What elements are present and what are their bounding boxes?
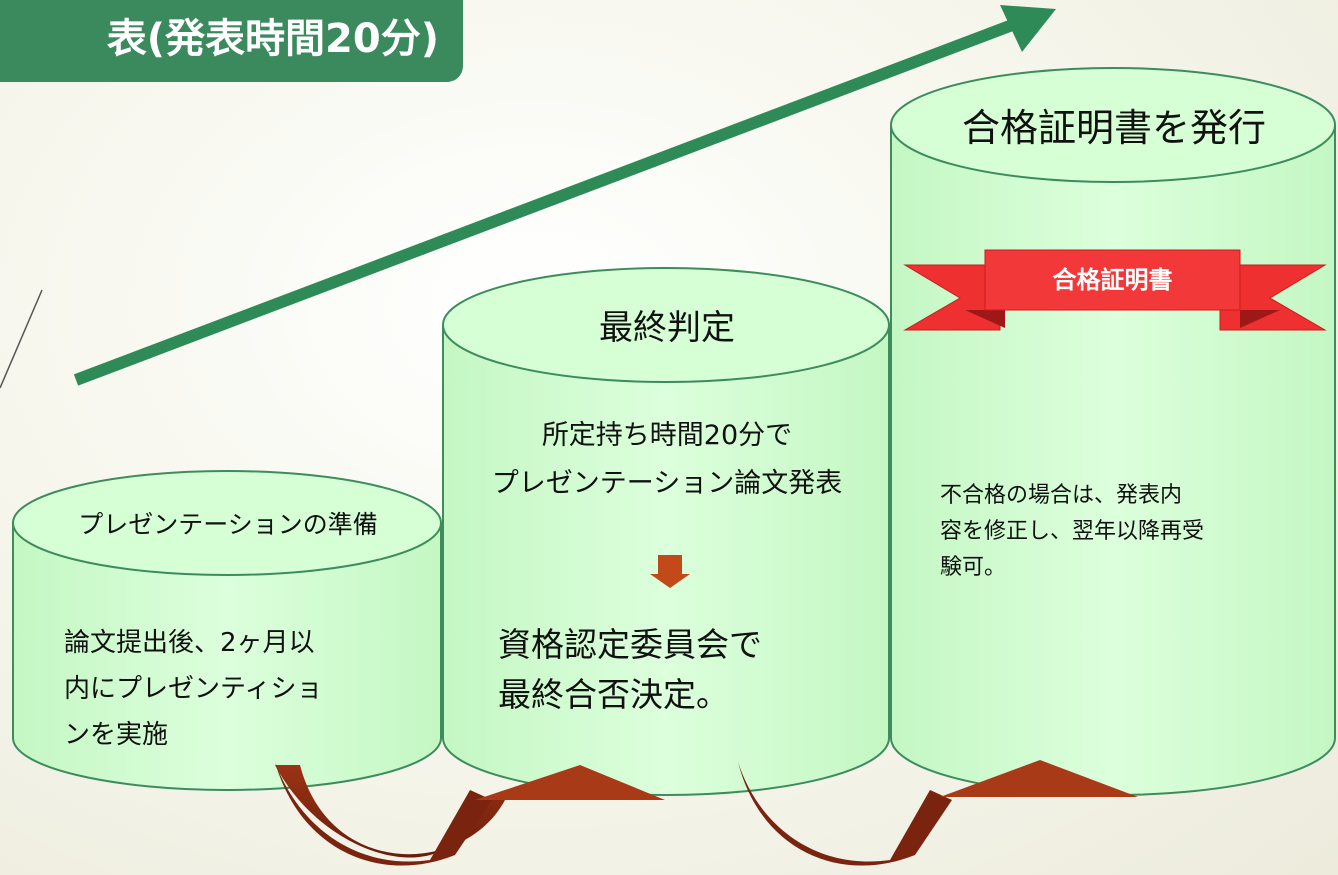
step-1-body: 論文提出後、2ヶ月以 内にプレゼンティショ ンを実施 (64, 628, 323, 750)
step-1-heading: プレゼンテーションの準備 (78, 510, 378, 539)
step-2-heading: 最終判定 (599, 308, 735, 348)
cylinder-3 (890, 67, 1336, 796)
step-3-body: 不合格の場合は、発表内 容を修正し、翌年以降再受 験可。 (940, 483, 1205, 580)
curved-arrow-2 (738, 760, 1138, 866)
step-2-body: 資格認定委員会で 最終合否決定。 (498, 625, 762, 714)
page-title: 表(発表時間20分) (0, 0, 463, 82)
decorative-line (0, 289, 43, 389)
curved-arrow-1 (275, 762, 665, 866)
progress-arrow (73, 5, 1056, 386)
certificate-ribbon (903, 249, 1327, 331)
cylinder-1 (12, 470, 442, 791)
step-2-detail: 所定持ち時間20分で プレゼンテーション論文発表 (491, 420, 843, 499)
ribbon-label: 合格証明書 (1052, 266, 1173, 294)
step-3-heading: 合格証明書を発行 (961, 106, 1266, 150)
down-arrow-icon (650, 555, 690, 588)
